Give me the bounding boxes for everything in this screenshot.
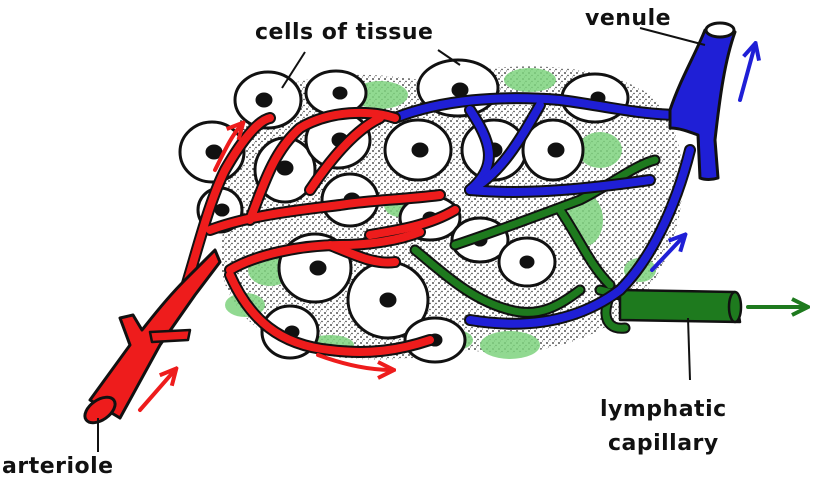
tissue-cell — [499, 238, 555, 286]
arteriole-label: arteriole — [2, 454, 114, 479]
tissue-cell — [385, 120, 451, 180]
venous-flow-arrow — [740, 45, 755, 100]
arterial-flow-arrow — [140, 370, 175, 410]
cells-of-tissue-label: cells of tissue — [255, 20, 433, 45]
lymphatic-label-line2: capillary — [600, 427, 727, 461]
lymphatic-label-line1: lymphatic — [600, 393, 727, 427]
venule-label: venule — [585, 6, 671, 31]
lymphatic-capillary-label: lymphatic capillary — [600, 393, 727, 461]
leader-lymph — [688, 318, 690, 380]
